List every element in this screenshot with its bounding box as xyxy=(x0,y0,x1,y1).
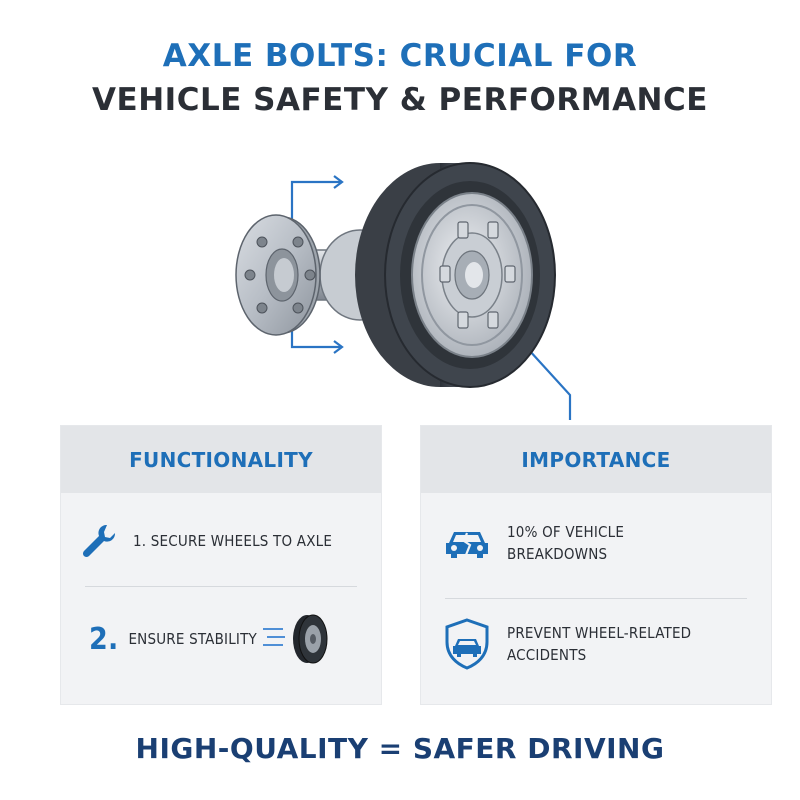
importance-item-1-line2: BREAKDOWNS xyxy=(507,545,608,563)
functionality-item-2-number: 2. xyxy=(89,621,119,657)
wheel-rim xyxy=(411,192,533,358)
functionality-heading: FUNCTIONALITY xyxy=(61,426,381,493)
importance-item-2-line1: PREVENT WHEEL-RELATED xyxy=(507,624,692,642)
wheel-icon xyxy=(262,614,328,664)
importance-item-2: PREVENT WHEEL-RELATED ACCIDENTS xyxy=(443,618,793,670)
importance-panel: IMPORTANCE 10% OF VEHICLE BREAKDOWNS PRE… xyxy=(420,425,772,705)
importance-item-2-line2: ACCIDENTS xyxy=(507,646,587,664)
importance-heading: IMPORTANCE xyxy=(421,426,771,493)
importance-divider xyxy=(445,598,747,599)
functionality-divider xyxy=(85,586,357,587)
functionality-item-2-text: ENSURE STABILITY xyxy=(128,630,257,648)
wrench-icon xyxy=(82,524,116,558)
lug-bolts xyxy=(439,221,516,329)
axle-wheel-illustration xyxy=(235,162,572,420)
title-line-2: VEHICLE SAFETY & PERFORMANCE xyxy=(92,82,708,118)
broken-car-icon xyxy=(446,532,488,558)
shield-car-icon xyxy=(445,618,489,670)
importance-item-1: 10% OF VEHICLE BREAKDOWNS xyxy=(443,521,793,565)
importance-item-1-line1: 10% OF VEHICLE xyxy=(507,523,625,541)
title-line-1: AXLE BOLTS: CRUCIAL FOR xyxy=(162,38,638,74)
footer-tagline: HIGH-QUALITY = SAFER DRIVING xyxy=(135,732,665,765)
functionality-item-2: 2. ENSURE STABILITY xyxy=(89,611,409,667)
functionality-item-1-text: 1. SECURE WHEELS TO AXLE xyxy=(133,532,333,550)
functionality-item-1: 1. SECURE WHEELS TO AXLE xyxy=(79,521,399,561)
hub-flange xyxy=(235,214,321,336)
functionality-panel: FUNCTIONALITY 1. SECURE WHEELS TO AXLE 2… xyxy=(60,425,382,705)
